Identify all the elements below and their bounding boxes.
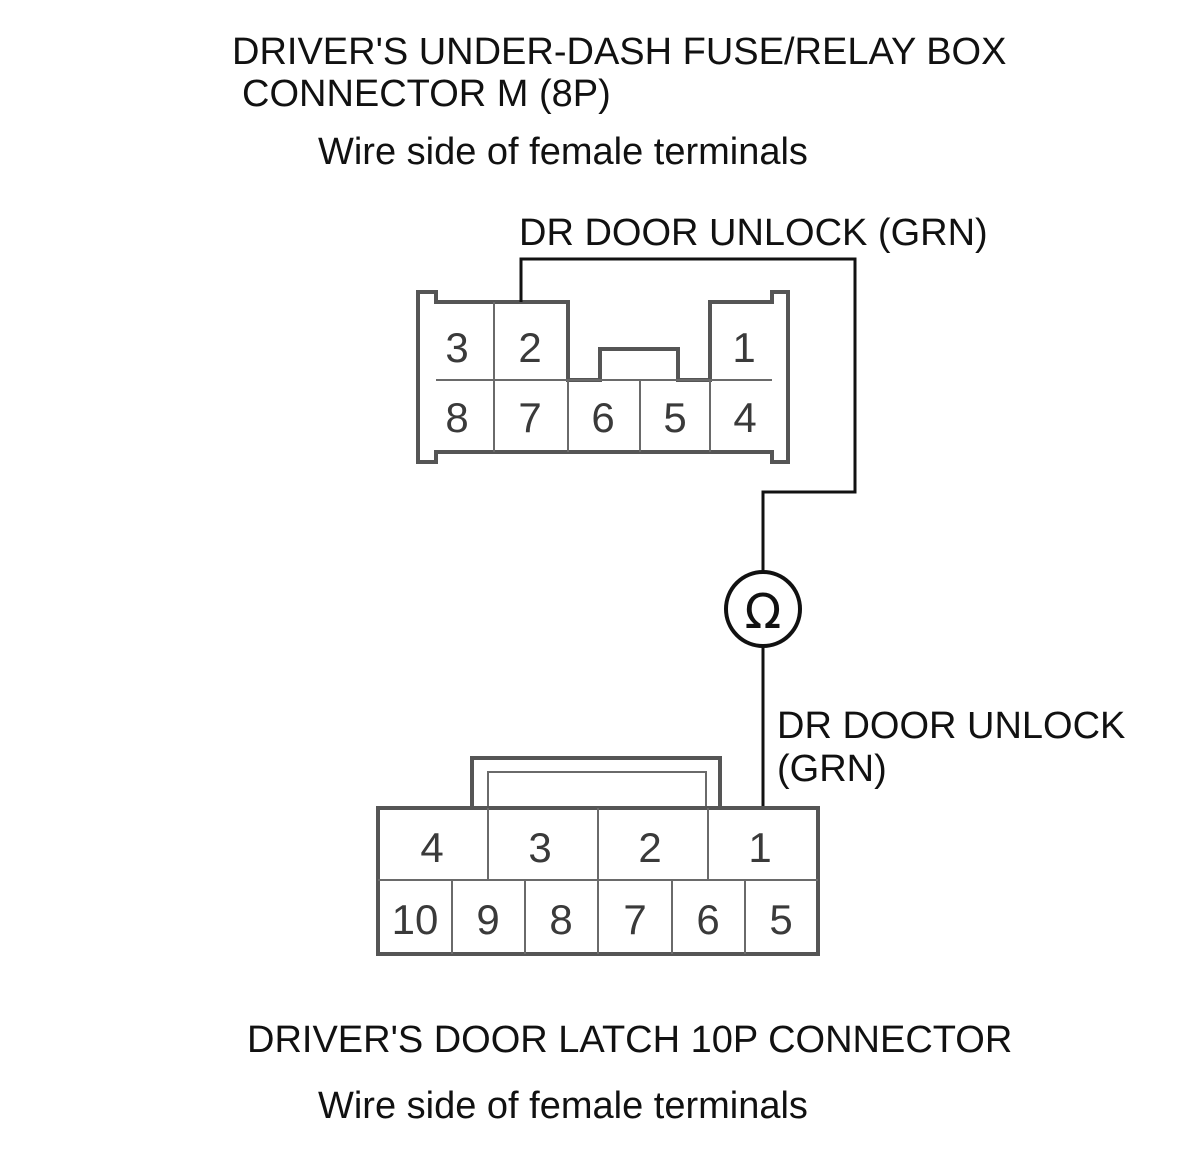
lower-pin-5: 5: [769, 896, 792, 943]
upper-connector-subtitle: Wire side of female terminals: [318, 131, 808, 173]
lower-connector-10p: 4 3 2 1 10 9 8 7 6 5: [376, 756, 820, 956]
upper-pin-4: 4: [733, 394, 756, 441]
lower-pin-7: 7: [623, 896, 646, 943]
upper-connector-title-line1: DRIVER'S UNDER-DASH FUSE/RELAY BOX: [232, 31, 1006, 73]
lower-wire-label-line2: (GRN): [777, 748, 887, 790]
upper-wire-label: DR DOOR UNLOCK (GRN): [519, 212, 988, 254]
upper-connector-outline: [416, 290, 790, 464]
upper-pin-1: 1: [732, 324, 755, 371]
lower-pin-6: 6: [696, 896, 719, 943]
lower-connector-subtitle: Wire side of female terminals: [318, 1085, 808, 1127]
upper-pin-5: 5: [663, 394, 686, 441]
upper-pin-6: 6: [591, 394, 614, 441]
ohmmeter-icon: Ω: [724, 570, 802, 648]
upper-pin-2: 2: [518, 324, 541, 371]
upper-wire: [519, 257, 857, 572]
lower-pin-1: 1: [748, 824, 771, 871]
lower-pin-8: 8: [549, 896, 572, 943]
upper-connector-title-line2: CONNECTOR M (8P): [242, 73, 611, 115]
lower-pin-4: 4: [420, 824, 443, 871]
lower-pin-10: 10: [392, 896, 439, 943]
lower-wire-label-line1: DR DOOR UNLOCK: [777, 705, 1125, 747]
lower-pin-3: 3: [528, 824, 551, 871]
lower-pin-2: 2: [638, 824, 661, 871]
ohm-symbol: Ω: [745, 584, 782, 640]
lower-connector-title: DRIVER'S DOOR LATCH 10P CONNECTOR: [247, 1019, 1012, 1061]
upper-pin-8: 8: [445, 394, 468, 441]
upper-pin-7: 7: [518, 394, 541, 441]
upper-pin-3: 3: [445, 324, 468, 371]
lower-pin-9: 9: [476, 896, 499, 943]
upper-connector-8p: 3 2 1 8 7 6 5 4: [416, 290, 790, 464]
